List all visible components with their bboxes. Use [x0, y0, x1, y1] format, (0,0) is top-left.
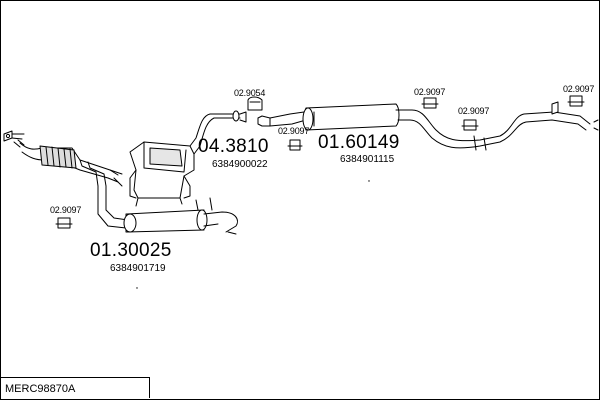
rear-silencer	[302, 103, 400, 131]
clamp-code: 02.9097	[414, 87, 446, 97]
part-number-middle: 04.3810	[198, 136, 269, 157]
clamp-icon	[421, 97, 439, 109]
oem-number-middle: 6384900022	[212, 159, 268, 170]
part-number-front: 01.30025	[90, 240, 172, 261]
connector-pipe	[231, 110, 307, 127]
front-silencer	[123, 197, 238, 235]
clamp-icon	[567, 95, 585, 107]
front-pipe-catalyst	[19, 142, 129, 229]
central-silencer	[129, 113, 233, 207]
clamp-code: 02.9097	[458, 106, 490, 116]
clamp-code: 02.9097	[278, 126, 310, 136]
clamp-icon	[247, 96, 263, 111]
diagram-code-box: MERC98870A	[1, 377, 150, 398]
clamp-icon	[287, 139, 303, 151]
oem-number-rear: 6384901115	[340, 154, 395, 165]
front-flange	[3, 130, 25, 148]
oem-number-front: 6384901719	[110, 263, 166, 274]
tail-pipe	[395, 101, 591, 151]
clamp-code: 02.9097	[50, 205, 82, 215]
clamp-code: 02.9097	[563, 84, 595, 94]
part-number-rear: 01.60149	[318, 132, 400, 153]
clamp-code: 02.9054	[234, 88, 266, 98]
clamp-icon	[461, 119, 479, 131]
diagram-code: MERC98870A	[5, 383, 76, 395]
clamp-icon	[55, 217, 73, 229]
outlet-marker	[593, 119, 599, 131]
